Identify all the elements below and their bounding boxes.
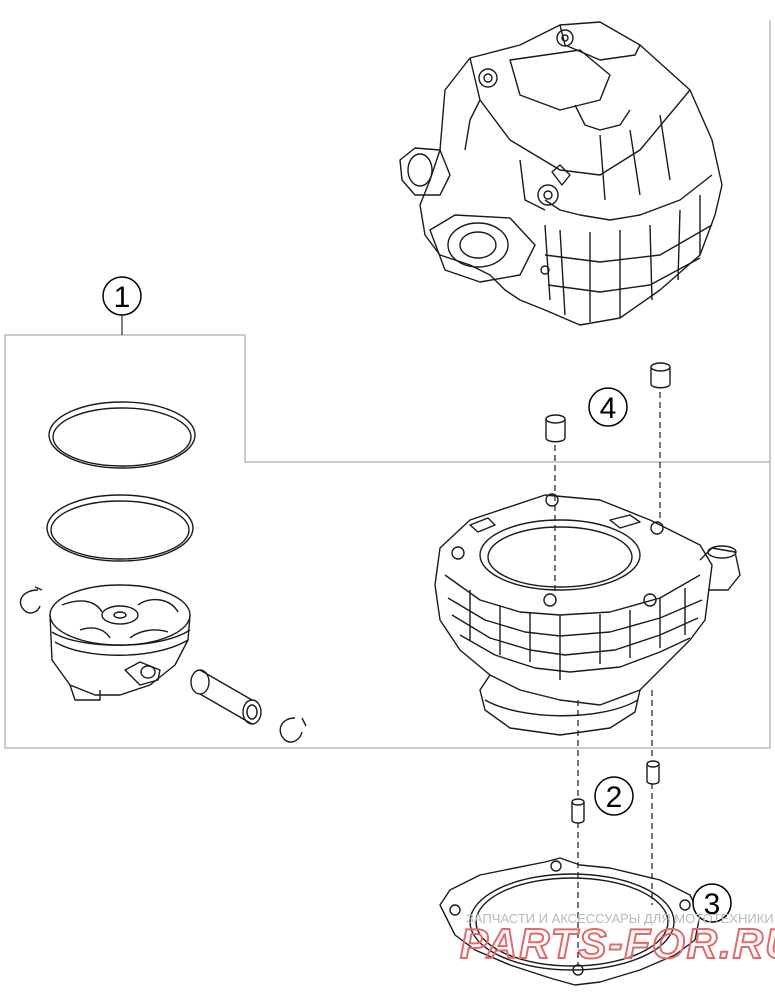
dowel-sleeve-lower-right — [646, 760, 660, 785]
callout-3-circle — [692, 883, 732, 923]
callout-3: 3 — [692, 883, 732, 923]
piston-ring-second — [46, 494, 194, 562]
watermark-logo: PARTS-FOR.RU — [460, 920, 775, 967]
dowel-sleeve-upper-right — [650, 362, 671, 389]
cylinder — [434, 493, 741, 736]
watermark: ЗАПЧАСТИ И АКСЕССУАРЫ ДЛЯ МОТОТЕХНИКИ PA… — [459, 911, 775, 968]
dowel-sleeve-lower-left — [571, 798, 585, 824]
callout-2-circle — [594, 776, 634, 816]
callout-1-label: 1 — [114, 281, 131, 314]
piston-kit-frame — [4, 334, 771, 749]
base-gasket — [439, 857, 701, 986]
callout-4: 4 — [588, 387, 628, 427]
piston-pin-circlip-right — [279, 717, 307, 743]
dowel-sleeve-upper-left — [545, 414, 566, 443]
piston-pin-circlip-left — [19, 586, 43, 614]
callout-4-label: 4 — [600, 392, 617, 425]
callout-3-label: 3 — [704, 888, 721, 921]
cylinder-head — [399, 21, 723, 326]
alignment-lines — [554, 392, 661, 965]
callout-2: 2 — [594, 776, 634, 816]
callout-4-circle — [588, 387, 628, 427]
callout-1: 1 — [102, 276, 142, 335]
watermark-tagline: ЗАПЧАСТИ И АКСЕССУАРЫ ДЛЯ МОТОТЕХНИКИ — [466, 911, 774, 926]
piston — [49, 584, 191, 701]
piston-pin — [190, 669, 262, 725]
piston-ring-top — [48, 401, 196, 469]
callout-2-label: 2 — [606, 781, 623, 814]
